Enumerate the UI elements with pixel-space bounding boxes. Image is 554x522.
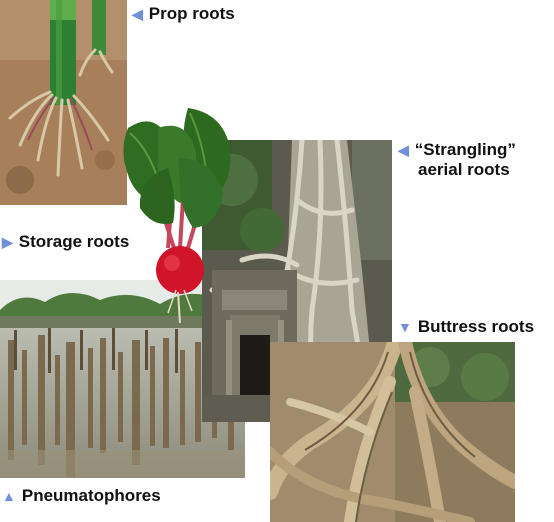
buttress-roots-text: Buttress roots [417,317,535,336]
strangling-roots-label: ◀ “Strangling” aerial roots [398,140,516,180]
left-arrow-icon: ◀ [398,142,409,158]
storage-root-photo [118,108,240,323]
left-arrow-icon: ◀ [132,6,143,22]
up-arrow-icon: ▲ [2,488,16,504]
prop-roots-label: ◀ Prop roots [132,4,235,24]
down-arrow-icon: ▼ [398,319,412,335]
pneumatophores-text: Pneumatophores [21,486,161,505]
storage-roots-text: Storage roots [18,232,130,251]
prop-roots-photo [0,0,127,205]
storage-roots-label: ▶ Storage roots [2,232,129,252]
buttress-roots-photo [270,342,515,522]
prop-roots-text: Prop roots [148,4,235,23]
buttress-roots-label: ▼ Buttress roots [398,317,534,337]
pneumatophores-label: ▲ Pneumatophores [2,486,161,506]
right-arrow-icon: ▶ [2,234,13,250]
strangling-roots-text-line1: “Strangling” [414,140,516,159]
strangling-roots-text-line2: aerial roots [418,160,510,179]
